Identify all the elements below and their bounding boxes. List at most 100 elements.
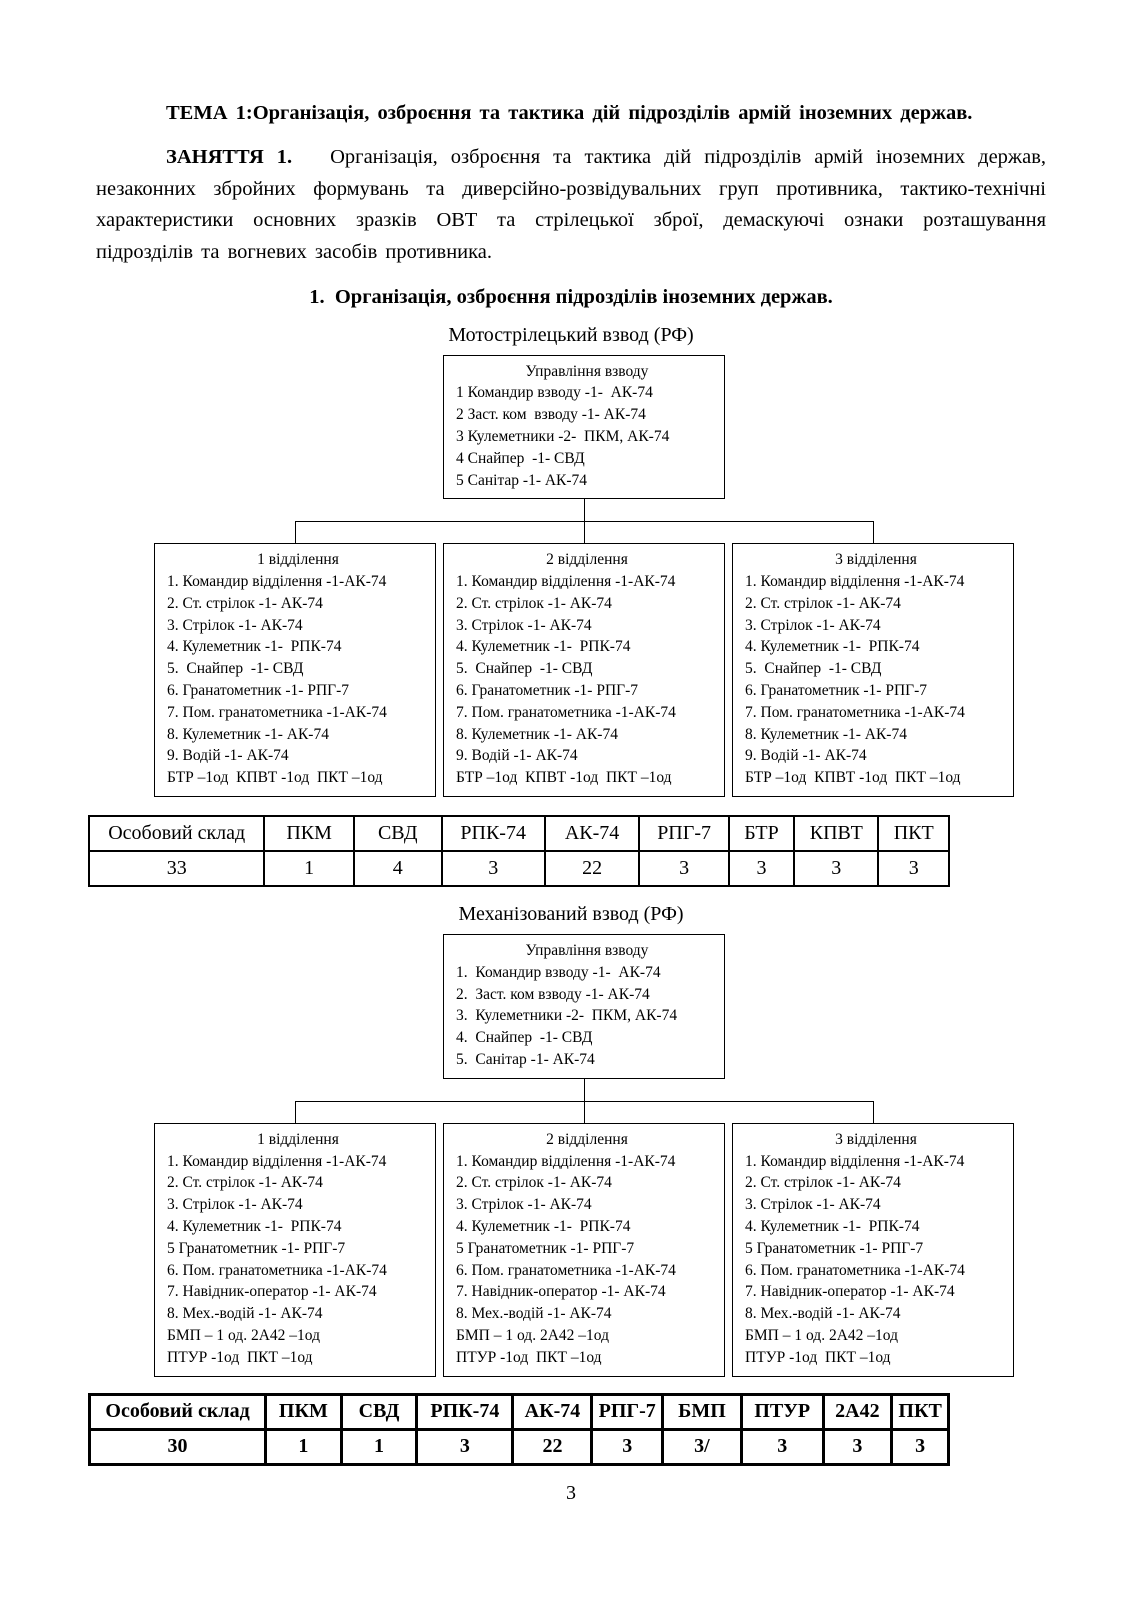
table-value-cell: 1 [264, 1427, 343, 1466]
table-header-cell: СВД [339, 1392, 419, 1431]
org-chart-connector [154, 499, 1014, 544]
motorized-platoon-chart: Мотострілецький взвод (РФ) Управління вз… [87, 322, 1046, 888]
box-line: 1. Командир відділення -1-АК-74 [167, 573, 387, 591]
box-line: 4. Кулеметник -1- РПК-74 [456, 1218, 631, 1236]
table-header-cell: АК-74 [511, 1392, 594, 1431]
box-line: 9. Водій -1- АК-74 [167, 747, 289, 765]
box-line: 7. Навідник-оператор -1- АК-74 [167, 1283, 377, 1301]
box-line: 3. Стрілок -1- АК-74 [167, 616, 303, 634]
box-line: 2. Ст. стрілок -1- АК-74 [745, 594, 901, 612]
connector-stem-line [584, 1078, 585, 1101]
box-line: 5 Гранатометник -1- РПГ-7 [456, 1239, 635, 1257]
mechanized-chart-title: Механізований взвод (РФ) [458, 903, 684, 926]
box-line: 4. Кулеметник -1- РПК-74 [456, 638, 631, 656]
table-value-cell: 3 [590, 1427, 664, 1466]
section-heading: 1. Організація, озброєння підрозділів ін… [309, 285, 833, 308]
box-line: 7. Навідник-оператор -1- АК-74 [456, 1283, 666, 1301]
box-line: 7. Пом. гранатометника -1-АК-74 [167, 703, 387, 721]
box-line: БМП – 1 од. 2А42 –1од [167, 1327, 320, 1345]
box-line: 3. Стрілок -1- АК-74 [745, 616, 881, 634]
box-line: 8. Мех.-водій -1- АК-74 [167, 1305, 323, 1323]
box-line: 3. Стрілок -1- АК-74 [456, 616, 592, 634]
connector-drop-line [295, 1100, 296, 1123]
box-line: 5. Снайпер -1- СВД [456, 660, 593, 678]
box-line: 3. Стрілок -1- АК-74 [167, 1196, 303, 1214]
box-line: 4. Снайпер -1- СВД [456, 1029, 593, 1047]
document-page: ТЕМА 1:Організація, озброєння та тактика… [87, 102, 1046, 1504]
table-header-cell: БТР [727, 815, 796, 853]
box-line: 1. Командир відділення -1-АК-74 [167, 1152, 387, 1170]
table-header-cell: АК-74 [543, 815, 641, 853]
box-line: 9. Водій -1- АК-74 [456, 747, 578, 765]
box-line: 5. Снайпер -1- СВД [745, 660, 882, 678]
table-header-cell: БМП [660, 1392, 743, 1431]
box-title: Управління взводу [525, 942, 649, 960]
zanyattya-label: ЗАНЯТТЯ 1. [166, 145, 293, 168]
box-line: 7. Пом. гранатометника -1-АК-74 [745, 703, 965, 721]
box-line: 4 Снайпер -1- СВД [456, 449, 585, 467]
table-value-cell: 30 [87, 1427, 268, 1466]
table-header-cell: Особовий склад [87, 815, 266, 853]
connector-drop-line [295, 521, 296, 544]
box-line: 1. Командир відділення -1-АК-74 [745, 573, 965, 591]
box-line: 2 Заст. ком взводу -1- АК-74 [456, 406, 646, 424]
box-line: 2. Ст. стрілок -1- АК-74 [745, 1174, 901, 1192]
table-value-cell: 3 [415, 1427, 515, 1466]
box-line: 2. Заст. ком взводу -1- АК-74 [456, 985, 650, 1003]
table-header-cell: РПК-74 [440, 815, 546, 853]
zanyattya-paragraph: ЗАНЯТТЯ 1.Організація, озброєння та такт… [96, 142, 1046, 269]
box-line: ПТУР -1од ПКТ –1од [456, 1348, 602, 1366]
box-line: 1. Командир відділення -1-АК-74 [745, 1152, 965, 1170]
table-header-cell: СВД [352, 815, 443, 853]
box-title: 3 відділення [835, 1130, 917, 1148]
box-line: 2. Ст. стрілок -1- АК-74 [167, 1174, 323, 1192]
table-value-cell: 22 [543, 850, 641, 888]
box-line: 8. Мех.-водій -1- АК-74 [456, 1305, 612, 1323]
box-title: 3 відділення [835, 551, 917, 569]
box-line: 6. Гранатометник -1- РПГ-7 [745, 682, 928, 700]
box-line: 1. Командир відділення -1-АК-74 [456, 1152, 676, 1170]
box-line: 1. Командир відділення -1-АК-74 [456, 573, 676, 591]
box-line: 9. Водій -1- АК-74 [745, 747, 867, 765]
connector-stem-line [584, 499, 585, 522]
box-line: БМП – 1 од. 2А42 –1од [456, 1327, 609, 1345]
box-title: 1 відділення [257, 1130, 339, 1148]
page-number: 3 [566, 1481, 576, 1504]
box-line: 8. Мех.-водій -1- АК-74 [745, 1305, 901, 1323]
connector-drop-line [584, 1100, 585, 1123]
box-line: 7. Навідник-оператор -1- АК-74 [745, 1283, 955, 1301]
box-title: Управління взводу [525, 362, 649, 380]
table-header-cell: Особовий склад [87, 1392, 268, 1431]
box-line: БТР –1од КПВТ -1од ПКТ –1од [456, 769, 672, 787]
table-header-cell: РПГ-7 [590, 1392, 664, 1431]
connector-drop-line [873, 521, 874, 544]
box-line: БТР –1од КПВТ -1од ПКТ –1од [745, 769, 961, 787]
table-value-cell: 3 [440, 850, 546, 888]
table-value-cell: 3 [727, 850, 796, 888]
box-line: 6. Гранатометник -1- РПГ-7 [167, 682, 350, 700]
box-title: 1 відділення [257, 551, 339, 569]
motorized-chart-title: Мотострілецький взвод (РФ) [448, 323, 694, 346]
table-value-cell: 1 [339, 1427, 419, 1466]
box-line: 6. Пом. гранатометника -1-АК-74 [745, 1261, 965, 1279]
box-line: 3. Стрілок -1- АК-74 [456, 1196, 592, 1214]
squad-box: 3 відділення 1. Командир відділення -1-АК… [732, 1122, 1014, 1377]
table-value-cell: 4 [352, 850, 443, 888]
box-line: 8. Кулеметник -1- АК-74 [456, 725, 618, 743]
table-value-cell: 3 [638, 850, 730, 888]
box-line: 5. Санітар -1- АК-74 [456, 1051, 595, 1069]
box-line: 4. Кулеметник -1- РПК-74 [745, 638, 920, 656]
box-line: 5 Гранатометник -1- РПГ-7 [167, 1239, 346, 1257]
box-line: 7. Пом. гранатометника -1-АК-74 [456, 703, 676, 721]
box-line: 2. Ст. стрілок -1- АК-74 [456, 594, 612, 612]
table-value-cell: 3 [739, 1427, 825, 1466]
squad-row: 1 відділення 1. Командир відділення -1-АК… [154, 543, 1014, 798]
